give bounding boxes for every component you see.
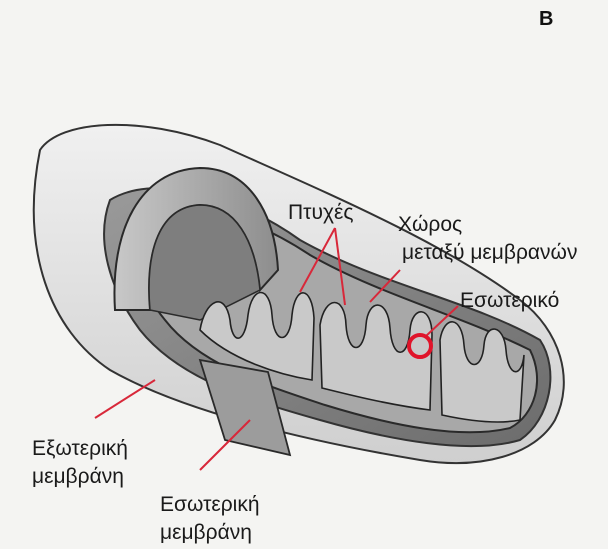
label-folds: Πτυχές <box>288 200 353 226</box>
label-intermembrane-line1: Χώρος <box>398 212 462 238</box>
label-inner-line1: Εσωτερική <box>160 492 260 518</box>
panel-letter: B <box>539 8 553 31</box>
label-outer-line2: μεμβράνη <box>32 464 124 490</box>
label-intermembrane-line2: μεταξύ μεμβρανών <box>402 240 577 266</box>
label-outer-line1: Εξωτερική <box>32 436 128 462</box>
label-interior: Εσωτερικό <box>460 288 559 314</box>
label-inner-line2: μεμβράνη <box>160 520 252 546</box>
